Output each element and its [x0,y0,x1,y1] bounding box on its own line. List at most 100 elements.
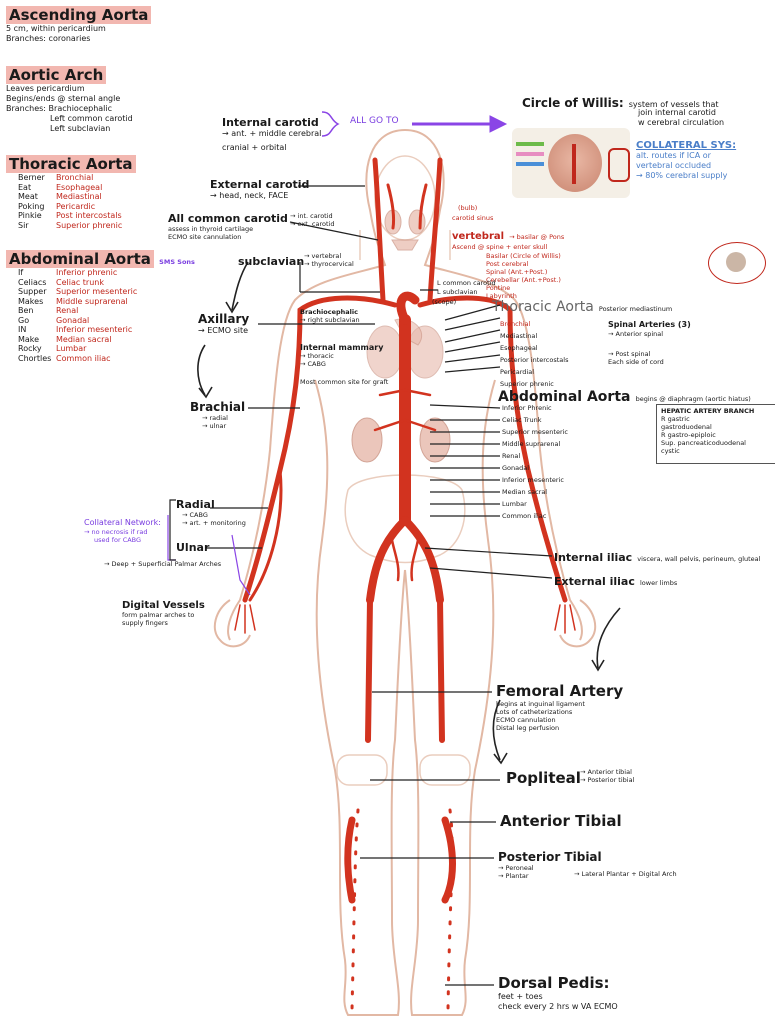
anterior-tibial-label: Anterior Tibial [500,812,622,830]
label-sub: feet + toes [498,992,618,1002]
mnemonic-word: Supper [18,287,52,297]
aortic-arch-title: Aortic Arch [6,66,106,84]
label-sub: check every 2 hrs w VA ECMO [498,1002,618,1012]
list-item: Esophageal [500,342,568,354]
mnemonic-word: Ben [18,306,52,316]
label-sub: → art. + monitoring [176,519,246,527]
note-line: Branches: coronaries [6,34,151,44]
hepatic-artery-box: HEPATIC ARTERY BRANCH R gastric gastrodu… [656,404,775,464]
mnemonic-note: SMS Sons [159,258,195,266]
label-sub: → vertebral [304,252,354,260]
label-text: Internal carotid [222,116,321,129]
digital-vessels-label: Digital Vessels form palmar arches to su… [122,600,205,627]
list-item: Celiac Trunk [502,414,568,426]
label-sub: supply fingers [122,619,205,627]
list-item: Lots of catheterizations [496,708,623,716]
list-item: Bronchial [500,318,568,330]
all-go-to-label: ALL GO TO [350,116,399,126]
branch-name: Middle suprarenal [56,297,195,307]
list-item: Spinal (Ant.+Post.) [486,268,561,276]
branch-name: Lumbar [56,344,195,354]
spinal-cord-image [706,240,766,284]
internal-carotid-label: Internal carotid → ant. + middle cerebra… [222,116,321,153]
note-line: Left subclavian [6,124,133,134]
label-sub: Ascend @ spine + enter skull [452,243,564,251]
external-carotid-label: External carotid → head, neck, FACE [210,178,309,201]
brachiocephalic-label: Brachiocephalic → right subclavian [300,308,360,324]
label-text: Posterior Tibial [498,850,602,864]
popliteal-branches: → Anterior tibial → Posterior tibial [580,768,634,784]
label-sub: → ext. carotid [290,220,334,228]
list-item: Posterior intercostals [500,354,568,366]
branch-name: Inferior phrenic [56,268,195,278]
circle-desc: join internal carotid [638,108,724,118]
label-text: vertebral [452,231,504,242]
branch-name: Common iliac [56,354,195,364]
mnemonic-word: Berner [18,173,52,183]
list-item: gastroduodenal [661,423,771,431]
branch-name: Bronchial [56,173,136,183]
branch-name: Renal [56,306,195,316]
subclavian-label: subclavian [238,250,304,269]
label-sub: → CABG [176,511,246,519]
label-text: Spinal Arteries (3) [608,320,691,330]
list-item: ECMO cannulation [496,716,623,724]
branch-name: Median sacral [56,335,195,345]
branch-name: Post intercostals [56,211,136,221]
mnemonic-word: Meat [18,192,52,202]
brachial-label: Brachial → radial → ulnar [190,400,245,430]
list-item: Post cerebral [486,260,561,268]
label-sub: → int. carotid [290,212,334,220]
ulnar-label: Ulnar [176,541,209,554]
label-sub: Posterior mediastinum [599,305,672,313]
abdominal-mnemonic-list: IfInferior phrenic CeliacsCeliac trunk S… [18,268,195,363]
label-text: subclavian [238,255,304,268]
vertebral-branch-list: Basilar (Circle of Willis) Post cerebral… [486,252,561,300]
note-line: Leaves pericardium [6,84,133,94]
label-text: Internal iliac [554,551,632,564]
internal-iliac-label: Internal iliac viscera, wall pelvis, per… [554,546,760,565]
label-text: Popliteal [506,769,581,787]
label-text: All common carotid [168,212,288,225]
list-item: Common iliac [502,510,568,522]
list-item: Middle suprarenal [502,438,568,450]
label-sub: assess in thyroid cartilage [168,225,288,233]
radial-label: Radial → CABG → art. + monitoring [176,498,246,527]
mnemonic-word: Poking [18,202,52,212]
mnemonic-word: Chortles [18,354,52,364]
branch-name: Superior phrenic [56,221,136,231]
list-item: Inferior Phrenic [502,402,568,414]
label-sub: → right subclavian [300,316,360,324]
dorsal-pedis-label: Dorsal Pedis: feet + toes check every 2 … [498,974,618,1012]
carotid-sinus-label: carotid sinus [452,214,493,222]
label-sub: → thoracic [300,352,383,360]
label-text: Collateral Network: [84,518,161,528]
branch-name: Mediastinal [56,192,136,202]
note-line: Branches: Brachiocephalic [6,104,133,114]
ascending-aorta-note: Ascending Aorta 5 cm, within pericardium… [6,6,151,44]
collateral-network-note: Collateral Network: → no necrosis if rad… [84,518,161,544]
mnemonic-word: If [18,268,52,278]
collateral-line: alt. routes if ICA or [636,151,736,161]
thoracic-aorta-title: Thoracic Aorta [6,155,136,173]
list-item: Median sacral [502,486,568,498]
label-sub: ECMO site cannulation [168,233,288,241]
aortic-arch-note: Aortic Arch Leaves pericardium Begins/en… [6,66,133,134]
list-item: Sup. pancreaticoduodenal [661,439,771,447]
mnemonic-word: IN [18,325,52,335]
collateral-sys-note: COLLATERAL SYS: alt. routes if ICA or ve… [636,140,736,181]
branch-name: Pericardic [56,202,136,212]
label-sub: lower limbs [640,579,677,587]
note-line: 5 cm, within pericardium [6,24,151,34]
circle-desc-block: join internal carotid w cerebral circula… [638,108,724,128]
common-carotid-label: All common carotid assess in thyroid car… [168,212,288,241]
spinal-arteries-note: Spinal Arteries (3) → Anterior spinal → … [608,320,691,366]
label-text: External carotid [210,178,309,191]
list-item: Lumbar [502,498,568,510]
label-sub: → Posterior tibial [580,776,634,784]
label-sub: cranial + orbital [222,143,321,153]
branch-name: Celiac trunk [56,278,195,288]
branch-name: Inferior mesenteric [56,325,195,335]
